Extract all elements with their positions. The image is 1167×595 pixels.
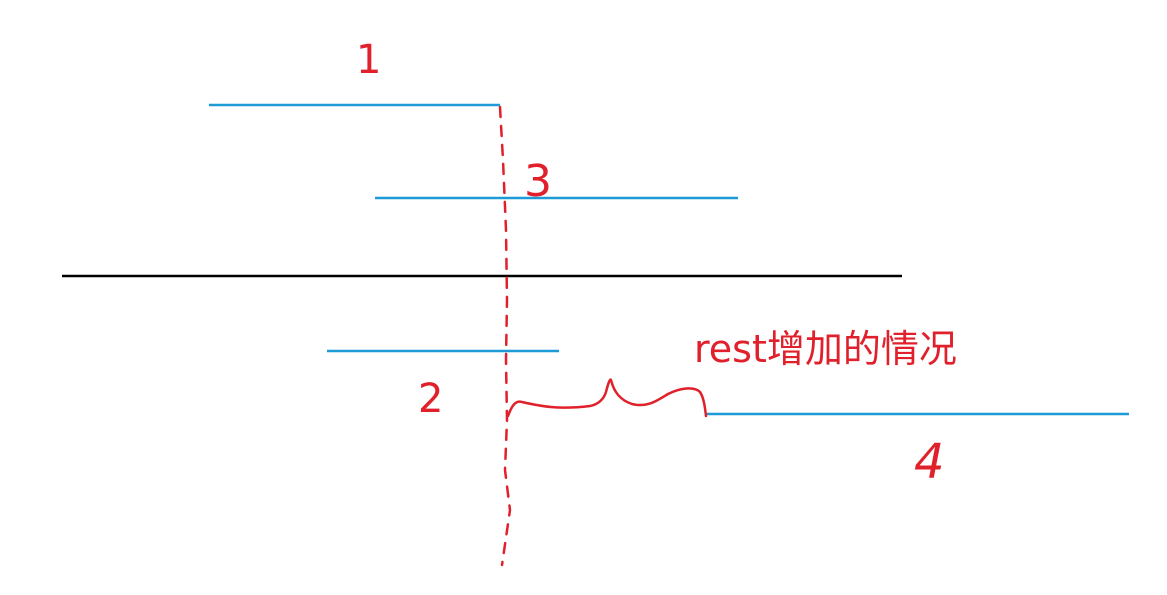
sweep-line (498, 105, 512, 567)
caption: rest增加的情况 (694, 327, 957, 371)
label-1: 1 (356, 37, 381, 83)
label-4: 4 (914, 434, 945, 490)
label-3: 3 (524, 156, 552, 207)
gap-brace (506, 378, 708, 418)
label-2: 2 (418, 376, 443, 422)
